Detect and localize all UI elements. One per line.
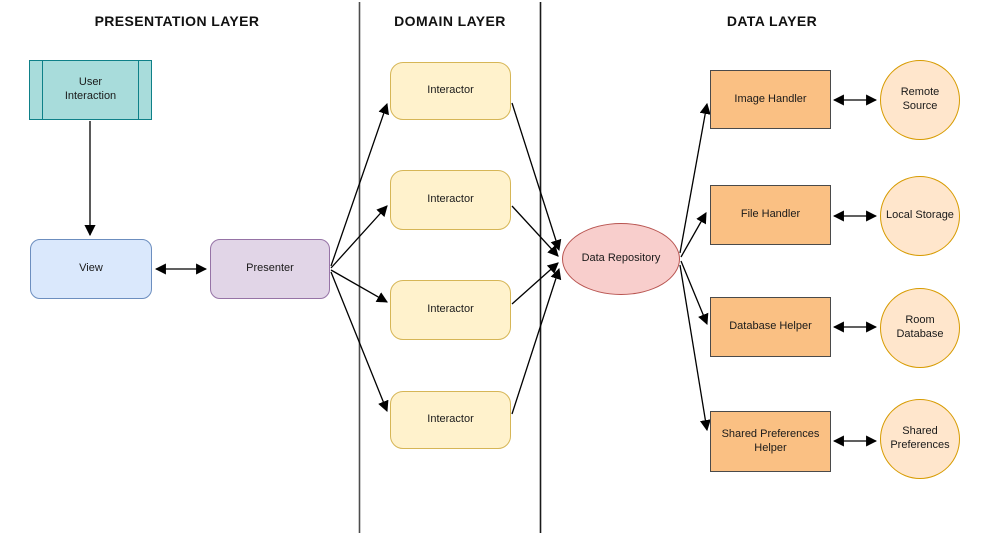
- remote-source-node[interactable]: Remote Source: [880, 60, 960, 140]
- shared-preferences-helper-node[interactable]: Shared Preferences Helper: [710, 411, 831, 472]
- local-storage-label: Local Storage: [886, 209, 954, 222]
- data-layer-title: DATA LAYER: [726, 13, 818, 29]
- database-helper-node[interactable]: Database Helper: [710, 297, 831, 357]
- interactor-node-3[interactable]: Interactor: [390, 280, 511, 340]
- arrow-interactor1-repository: [511, 102, 562, 252]
- arrow-repository-databasehelper: [680, 260, 709, 326]
- data-repository-node[interactable]: Data Repository: [562, 223, 680, 295]
- domain-layer-title: DOMAIN LAYER: [394, 13, 506, 29]
- room-database-label: Room Database: [896, 314, 944, 340]
- interactor-node-4[interactable]: Interactor: [390, 391, 511, 449]
- interactor-label: Interactor: [427, 303, 474, 316]
- file-handler-label: File Handler: [740, 208, 801, 221]
- interactor-node-2[interactable]: Interactor: [390, 170, 511, 230]
- image-handler-label: Image Handler: [734, 92, 807, 105]
- shared-preferences-helper-label: Shared Preferences Helper: [721, 427, 820, 454]
- remote-source-label: Remote Source: [900, 86, 940, 112]
- local-storage-node[interactable]: Local Storage: [880, 176, 960, 256]
- database-helper-label: Database Helper: [729, 320, 812, 333]
- presenter-node[interactable]: Presenter: [210, 239, 330, 299]
- arrow-interactor3-repository: [511, 262, 559, 305]
- presenter-label: Presenter: [246, 262, 294, 275]
- arrow-repository-imagehandler: [679, 102, 711, 254]
- image-handler-node[interactable]: Image Handler: [710, 70, 831, 129]
- arrow-presenter-interactor-3: [330, 269, 388, 303]
- interactor-label: Interactor: [427, 413, 474, 426]
- data-repository-label: Data Repository: [581, 252, 661, 265]
- arrow-interactor4-repository: [511, 267, 562, 415]
- interactor-label: Interactor: [427, 84, 474, 97]
- user-interaction-label: User Interaction: [64, 76, 117, 102]
- interactor-node-1[interactable]: Interactor: [390, 62, 511, 120]
- arrow-repository-sharedprefhelper: [679, 264, 711, 432]
- arrow-presenter-interactor-1: [330, 102, 389, 267]
- arrow-repository-filehandler: [680, 212, 707, 258]
- interactor-label: Interactor: [427, 193, 474, 206]
- arrow-interactor2-repository: [511, 205, 559, 257]
- user-interaction-node[interactable]: User Interaction: [29, 60, 152, 120]
- shared-preferences-node[interactable]: Shared Preferences: [880, 399, 960, 479]
- view-node[interactable]: View: [30, 239, 152, 299]
- shared-preferences-label: Shared Preferences: [890, 425, 950, 451]
- view-label: View: [79, 262, 103, 275]
- arrow-presenter-interactor-2: [330, 205, 388, 269]
- presentation-layer-title: PRESENTATION LAYER: [94, 13, 260, 29]
- file-handler-node[interactable]: File Handler: [710, 185, 831, 245]
- room-database-node[interactable]: Room Database: [880, 288, 960, 368]
- arrow-presenter-interactor-4: [330, 271, 389, 413]
